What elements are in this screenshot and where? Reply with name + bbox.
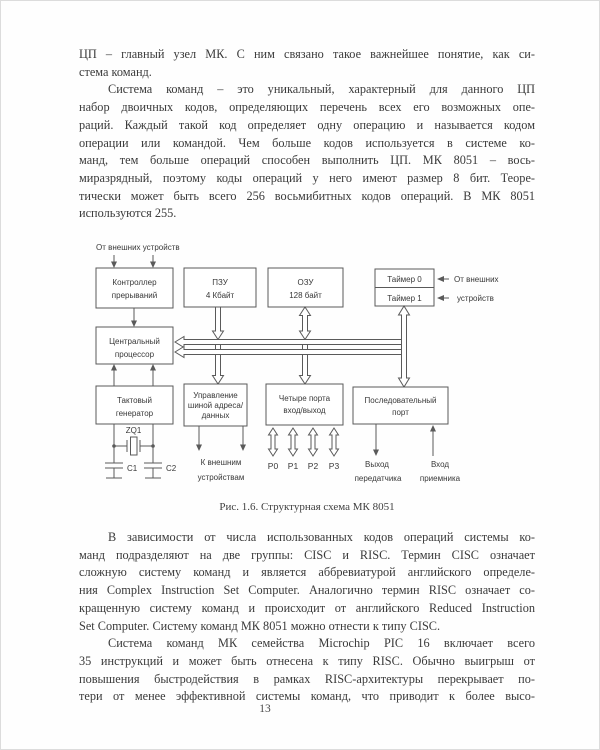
rx-label: приемника — [420, 474, 461, 483]
clock-generator-label: генератор — [116, 409, 154, 418]
ram-bus-arrow — [298, 306, 312, 341]
bus-control-label: шиной адреса/ — [188, 401, 244, 410]
interrupt-controller-label: Контроллер — [112, 278, 157, 287]
serial-rx-arrow: Вход приемника — [420, 425, 461, 483]
text-line: кращенную систему команд и происходит от… — [79, 600, 535, 615]
text-line: манд подразделяют на две группы: CISC и … — [79, 547, 535, 562]
clock-generator-label: Тактовый — [117, 396, 152, 405]
external-devices-right-label: устройств — [457, 294, 494, 303]
crystal-circuit: ZQ1 C1 C2 — [105, 424, 177, 479]
timer0-label: Таймер 0 — [387, 275, 422, 284]
text-line: манд, тем больше операций способен выпол… — [79, 153, 535, 168]
ram-label: 128 байт — [289, 291, 322, 300]
cpu-box: Центральный процессор — [95, 326, 174, 365]
paragraph: В зависимости от числа использованных ко… — [79, 529, 535, 635]
rx-label: Вход — [431, 460, 449, 469]
ram-box: ОЗУ 128 байт — [267, 267, 344, 308]
text-line: используются 255. — [79, 206, 177, 221]
serial-port-box: Последовательный порт — [352, 386, 449, 425]
text-line: повышения быстродействия в рамках RISC-а… — [79, 671, 535, 686]
text-line: миразрядный, поэтому коды операций у нег… — [79, 170, 535, 185]
paragraph: Система команд МК семейства Microchip PI… — [79, 635, 535, 706]
text-line: стема команд. — [79, 64, 152, 79]
serial-port-label: Последовательный — [365, 396, 437, 405]
clock-generator-box: Тактовый генератор — [95, 385, 174, 425]
text-line: набор двоичных кодов, определяющих переч… — [79, 100, 535, 115]
text-line: сложную систему команд и является аббрев… — [79, 565, 535, 580]
serial-tx-arrow: Выход передатчика — [355, 424, 402, 483]
port-pin-arrow — [267, 427, 279, 457]
external-devices-top: От внешних устройств — [96, 243, 180, 268]
rom-box: ПЗУ 4 Кбайт — [183, 267, 257, 308]
external-devices-right: От внешних устройств — [437, 275, 499, 303]
timer1-label: Таймер 1 — [387, 294, 422, 303]
port-pin-arrow — [328, 427, 340, 457]
paragraph: ЦП – главный узел МК. С ним связано тако… — [79, 46, 535, 81]
external-devices-right-label: От внешних — [454, 275, 499, 284]
paragraph: Система команд – это уникальный, характе… — [79, 81, 535, 223]
bus-control-box: Управление шиной адреса/ данных — [183, 383, 248, 427]
c1-label: C1 — [127, 464, 138, 473]
text-line: ЦП – главный узел МК. С ним связано тако… — [79, 47, 535, 61]
bus-band-lower — [174, 345, 403, 359]
text-line: тически может быть всего 256 восьмибитны… — [79, 188, 535, 203]
page-number: 13 — [259, 703, 271, 715]
bus-band-upper — [174, 335, 403, 349]
port-pin-arrow — [307, 427, 319, 457]
rom-label: 4 Кбайт — [206, 291, 235, 300]
port-pin-arrow — [287, 427, 299, 457]
io-ports-box: Четыре порта вход/выход — [265, 383, 344, 426]
pin-label-p3: P3 — [329, 461, 340, 471]
to-external-label: устройствам — [198, 473, 245, 482]
crystal-label: ZQ1 — [126, 426, 142, 435]
junction-dot — [151, 444, 155, 448]
text-line: Set Computer. Систему команд МК 8051 мож… — [79, 618, 441, 633]
interrupt-controller-box: Контроллер прерываний — [95, 267, 174, 309]
body-text-top: ЦП – главный узел МК. С ним связано тако… — [79, 46, 535, 223]
port-pin-arrows: P0 P1 P2 P3 — [267, 427, 340, 471]
io-ports-label: Четыре порта — [279, 394, 331, 403]
to-external-label: К внешним — [201, 458, 242, 467]
text-line: Система команд – это уникальный, характе… — [108, 82, 535, 97]
pin-label-p1: P1 — [288, 461, 299, 471]
tx-label: передатчика — [355, 474, 402, 483]
junction-dot — [112, 444, 116, 448]
serial-port-label: порт — [392, 408, 409, 417]
tx-label: Выход — [365, 460, 389, 469]
rom-bus-arrow — [211, 306, 225, 341]
interrupt-controller-label: прерываний — [112, 291, 157, 300]
pin-label-p2: P2 — [308, 461, 319, 471]
text-line: тери от менее эффективной системы команд… — [79, 689, 535, 704]
text-line: В зависимости от числа использованных ко… — [108, 530, 535, 544]
text-line: раций. Каждый такой код определяет одну … — [79, 117, 535, 132]
external-devices-top-label: От внешних устройств — [96, 243, 180, 252]
text-line: Система команд МК семейства Microchip PI… — [108, 636, 535, 651]
text-line: ния Complex Instruction Set Computer. Ан… — [79, 583, 535, 598]
crystal-symbol — [130, 436, 138, 456]
pin-label-p0: P0 — [268, 461, 279, 471]
figure-diagram: От внешних устройств Контроллер прерыван… — [95, 243, 499, 483]
ram-label: ОЗУ — [297, 278, 314, 287]
io-ports-label: вход/выход — [283, 406, 326, 415]
clk-to-cpu-arrows — [111, 364, 156, 386]
c2-label: C2 — [166, 464, 177, 473]
to-external-arrows: К внешним устройствам — [196, 426, 246, 482]
cpu-label: Центральный — [109, 337, 160, 346]
rom-label: ПЗУ — [212, 278, 228, 287]
text-line: 35 инструкций и может быть отнесена к ти… — [79, 653, 535, 668]
timer-serial-bus-arrow — [397, 305, 411, 388]
body-text-bottom: В зависимости от числа использованных ко… — [79, 529, 535, 706]
cpu-label: процессор — [115, 350, 155, 359]
ctrl-to-cpu-arrow — [131, 308, 137, 327]
bus-control-label: данных — [202, 411, 230, 420]
text-line: операции или командой. Чем больше кодов … — [79, 135, 535, 150]
figure-caption: Рис. 1.6. Структурная схема МК 8051 — [219, 501, 395, 513]
bus-control-label: Управление — [193, 391, 238, 400]
timer-box: Таймер 0 Таймер 1 — [374, 268, 435, 307]
